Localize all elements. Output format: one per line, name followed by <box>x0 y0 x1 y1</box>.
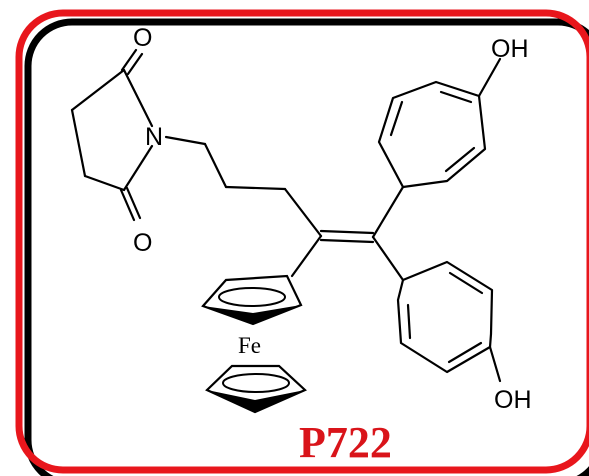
structure <box>70 48 502 414</box>
compound-id-label: P722 <box>299 418 392 467</box>
cp-ring-lower <box>205 364 307 414</box>
frame-border <box>15 9 589 474</box>
succinimide-ring <box>70 48 154 222</box>
alkyl-chain <box>164 135 323 238</box>
phenol-ring-bottom <box>396 260 502 383</box>
nitrogen-label: N <box>145 123 163 151</box>
oxygen-label-top: O <box>133 24 152 52</box>
phenol-ring-top <box>377 57 502 189</box>
alkene <box>290 185 405 282</box>
hydroxyl-label-bottom: OH <box>494 386 532 414</box>
iron-label: Fe <box>238 333 261 358</box>
hydroxyl-label-top: OH <box>491 35 529 63</box>
oxygen-label-bottom: O <box>133 229 152 257</box>
cp-ring-upper <box>201 274 303 326</box>
frame-shadow <box>24 18 589 476</box>
